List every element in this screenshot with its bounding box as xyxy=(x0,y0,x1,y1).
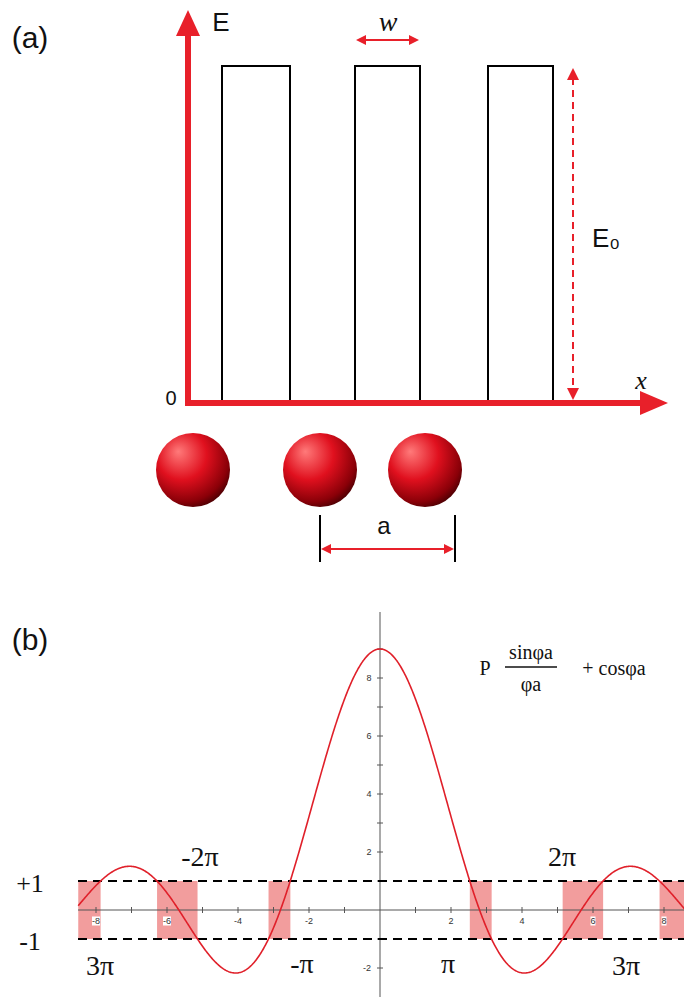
band-edge-label: 2π xyxy=(548,843,576,871)
axis-tick xyxy=(377,678,383,679)
limit-line xyxy=(78,880,684,882)
dimension-label: E₀ xyxy=(592,225,620,251)
spacing-arrow xyxy=(328,548,447,550)
arrowhead xyxy=(444,544,454,554)
level-label: +1 xyxy=(16,871,44,897)
limit-line xyxy=(78,938,684,940)
axis-tick xyxy=(377,794,383,795)
tick-label: -2 xyxy=(305,917,313,926)
dimension-label: w xyxy=(379,8,398,36)
fraction-bar xyxy=(505,666,557,667)
axis-tick xyxy=(593,907,594,913)
tick-label: -6 xyxy=(163,917,171,926)
atom xyxy=(283,433,357,507)
arrowhead xyxy=(321,544,331,554)
tick-label: 4 xyxy=(366,790,371,799)
panel-label: (b) xyxy=(12,625,49,655)
axis-tick xyxy=(377,823,383,824)
band-edge-label: π xyxy=(441,950,455,978)
tick-label: -2 xyxy=(363,964,371,973)
axis-arrowhead xyxy=(176,10,200,36)
axis-tick xyxy=(415,907,416,913)
dimension-label: a xyxy=(377,514,390,538)
band-edge-label: -2π xyxy=(181,843,218,871)
spacing-tick xyxy=(454,515,456,562)
spacing-tick xyxy=(319,515,321,562)
band-edge-label: 3π xyxy=(86,952,114,980)
axis-tick xyxy=(344,907,345,913)
axis-tick xyxy=(522,907,523,913)
width-arrow xyxy=(362,39,413,41)
formula-term: + cosφa xyxy=(582,658,645,678)
axis-tick xyxy=(377,968,383,969)
axis-tick xyxy=(167,907,168,913)
tick-label: -8 xyxy=(92,917,100,926)
formula-term: P xyxy=(479,658,490,678)
tick-label: 2 xyxy=(366,848,371,857)
axis-tick xyxy=(238,907,239,913)
tick-label: 4 xyxy=(519,917,524,926)
origin-label: 0 xyxy=(165,388,176,408)
axis-tick xyxy=(309,907,310,913)
axis-label: x xyxy=(635,368,647,394)
tick-label: -4 xyxy=(234,917,242,926)
dispersion-curve xyxy=(78,649,684,973)
band-edge-label: -π xyxy=(290,950,313,978)
axis-tick xyxy=(96,907,97,913)
atom xyxy=(156,433,230,507)
axis-tick xyxy=(377,707,383,708)
formula-numerator: sinφa xyxy=(509,642,553,662)
axis-tick xyxy=(664,907,665,913)
axis-tick xyxy=(202,907,203,913)
arrowhead xyxy=(567,388,579,400)
tick-label: 2 xyxy=(448,917,453,926)
tick-label: 8 xyxy=(366,674,371,683)
axis-label: E xyxy=(212,9,229,35)
axis-tick xyxy=(131,907,132,913)
axis-tick xyxy=(377,736,383,737)
axis-tick xyxy=(628,907,629,913)
height-arrow xyxy=(572,78,574,390)
arrowhead xyxy=(356,35,366,45)
energy-axis xyxy=(185,34,191,406)
arrowhead xyxy=(567,68,579,80)
axis-tick xyxy=(557,907,558,913)
dispersion-plot xyxy=(78,612,684,997)
position-axis xyxy=(185,400,642,406)
tick-label: 8 xyxy=(661,917,666,926)
axis-tick xyxy=(273,907,274,913)
axis-tick xyxy=(486,907,487,913)
axis-tick xyxy=(377,765,383,766)
arrowhead xyxy=(409,35,419,45)
panel-label: (a) xyxy=(12,23,49,53)
tick-label: 6 xyxy=(366,732,371,741)
atom xyxy=(388,433,462,507)
level-label: -1 xyxy=(19,929,41,955)
band-edge-label: 3π xyxy=(612,952,640,980)
axis-tick xyxy=(377,852,383,853)
potential-barriers xyxy=(222,66,553,403)
tick-label: 6 xyxy=(590,917,595,926)
axis-tick xyxy=(451,907,452,913)
formula-denominator: φa xyxy=(521,674,541,694)
axis-arrowhead xyxy=(640,391,668,415)
